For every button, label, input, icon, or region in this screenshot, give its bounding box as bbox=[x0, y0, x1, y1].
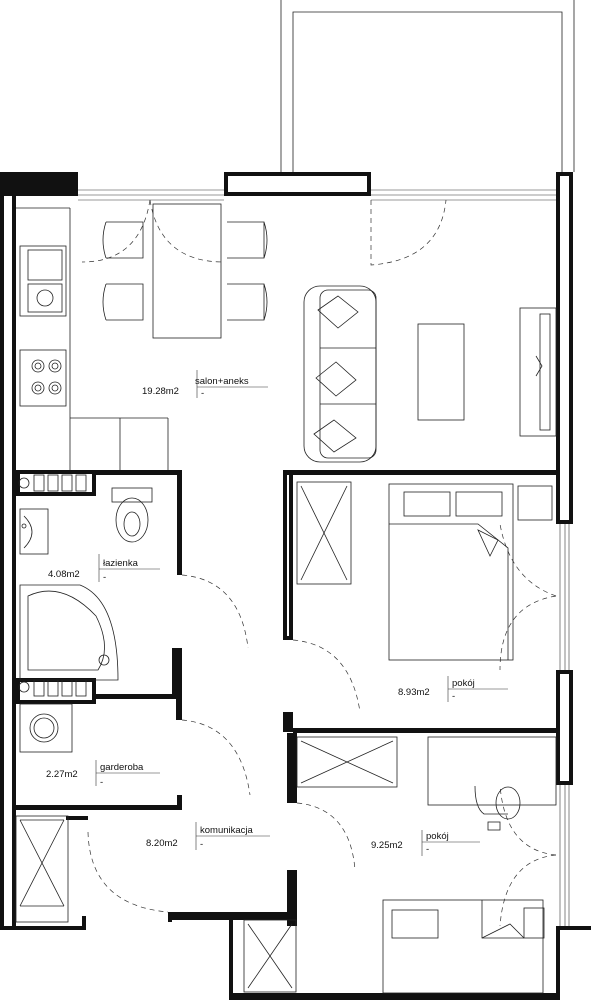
svg-text:4.08m2: 4.08m2 bbox=[48, 569, 80, 580]
wardrobe-bottom bbox=[243, 919, 297, 993]
room-label-komunikacja: komunikacja 8.20m2 - bbox=[146, 822, 270, 850]
door-swings bbox=[81, 199, 557, 927]
bed-room1 bbox=[388, 483, 553, 661]
room-label-pokoj2: pokój 9.25m2 - bbox=[371, 830, 480, 856]
wardrobe-room2 bbox=[296, 736, 398, 788]
svg-text:19.28m2: 19.28m2 bbox=[142, 386, 179, 397]
balcony bbox=[280, 0, 575, 172]
room-label-garderoba: garderoba 2.27m2 - bbox=[46, 760, 160, 788]
bed-room2 bbox=[382, 899, 545, 994]
svg-text:-: - bbox=[452, 691, 455, 702]
svg-text:komunikacja: komunikacja bbox=[200, 825, 254, 836]
svg-text:-: - bbox=[426, 844, 429, 855]
room-label-lazienka: łazienka 4.08m2 - bbox=[48, 554, 160, 583]
svg-text:8.20m2: 8.20m2 bbox=[146, 838, 178, 849]
svg-text:salon+aneks: salon+aneks bbox=[195, 376, 249, 387]
svg-text:pokój: pokój bbox=[452, 678, 475, 689]
coffee-table bbox=[417, 323, 465, 421]
tv-unit bbox=[519, 307, 557, 437]
room-label-salon: salon+aneks 19.28m2 - bbox=[142, 370, 268, 399]
svg-text:-: - bbox=[100, 777, 103, 788]
svg-text:8.93m2: 8.93m2 bbox=[398, 687, 430, 698]
kitchen bbox=[16, 207, 169, 470]
sofa bbox=[303, 285, 377, 463]
svg-text:garderoba: garderoba bbox=[100, 762, 144, 773]
bathroom-fixtures bbox=[18, 474, 153, 697]
room-label-pokoj1: pokój 8.93m2 - bbox=[398, 676, 508, 702]
svg-text:2.27m2: 2.27m2 bbox=[46, 769, 78, 780]
svg-text:pokój: pokój bbox=[426, 831, 449, 842]
washing-machine bbox=[19, 703, 73, 753]
svg-text:-: - bbox=[201, 388, 204, 399]
svg-text:-: - bbox=[200, 839, 203, 850]
desk-room2 bbox=[427, 736, 557, 831]
windows bbox=[78, 189, 570, 926]
svg-text:9.25m2: 9.25m2 bbox=[371, 840, 403, 851]
svg-text:-: - bbox=[103, 572, 106, 583]
radiator-bathroom bbox=[18, 474, 87, 697]
wardrobe-hall bbox=[15, 815, 69, 923]
wardrobe-room1 bbox=[296, 481, 352, 585]
dining-table bbox=[102, 203, 268, 339]
walls bbox=[0, 172, 591, 1000]
svg-text:łazienka: łazienka bbox=[103, 558, 139, 569]
